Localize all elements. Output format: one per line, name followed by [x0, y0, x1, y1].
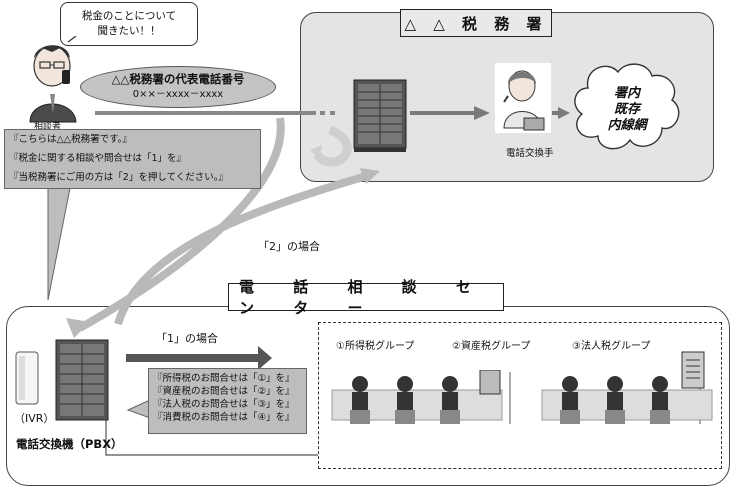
operator-group-1	[331, 370, 503, 424]
group-label-income: ①所得税グループ	[336, 341, 415, 352]
group-label-asset: ②資産税グループ	[452, 341, 531, 352]
guide-message-box: 『所得税のお問合せは「①」を』 『資産税のお問合せは「②」を』 『法人税のお問合…	[148, 368, 307, 434]
up-arrow	[114, 171, 372, 326]
network-cloud	[574, 63, 680, 150]
phone-number-title: △△税務署の代表電話番号	[111, 72, 245, 86]
network-label: 署内 既存 内線網	[607, 86, 647, 133]
caller-label: 相談者	[34, 122, 62, 132]
phone-icon	[681, 351, 705, 389]
phone-number-oval: △△税務署の代表電話番号 0××－xxxx－xxxx	[80, 66, 276, 108]
operator-label: 電話交換手	[506, 148, 554, 159]
ivr-message-callout: 『こちらは△△税務署です。』 『税金に関する相談や問合せは「1」を』 『当税務署…	[4, 129, 261, 189]
ivr-label: （IVR）	[14, 412, 55, 425]
groups-dashed-box	[318, 322, 722, 469]
up-arrow-head	[360, 168, 380, 184]
operator-icon	[494, 62, 552, 134]
operator-group-3	[541, 376, 713, 424]
uturn-head	[310, 145, 322, 160]
tax-office-title: △ △ 税 務 署	[400, 9, 552, 37]
pbx-server-icon	[55, 339, 109, 421]
caller-icon	[29, 36, 77, 123]
guide-pointer	[126, 399, 151, 419]
group-label-corporate: ③法人税グループ	[572, 341, 651, 352]
ivr-device-icon	[15, 351, 39, 405]
phone-number-value: 0××－xxxx－xxxx	[132, 89, 224, 100]
tax-office-server-icon	[353, 79, 407, 152]
pbx-label: 電話交換機（PBX）	[16, 437, 123, 451]
callout-pointer	[47, 187, 71, 301]
case-1-label: 「1」の場合	[156, 332, 218, 345]
operator-arrow-head	[474, 106, 490, 120]
case1-arrow	[126, 346, 272, 370]
uturn-arrow	[313, 125, 352, 167]
case-2-label: 「2」の場合	[258, 240, 320, 253]
network-arrow-head	[558, 107, 570, 119]
down-arrow-head	[66, 318, 90, 338]
speech-bubble: 税金のことについて 聞きたい！！	[60, 2, 198, 46]
